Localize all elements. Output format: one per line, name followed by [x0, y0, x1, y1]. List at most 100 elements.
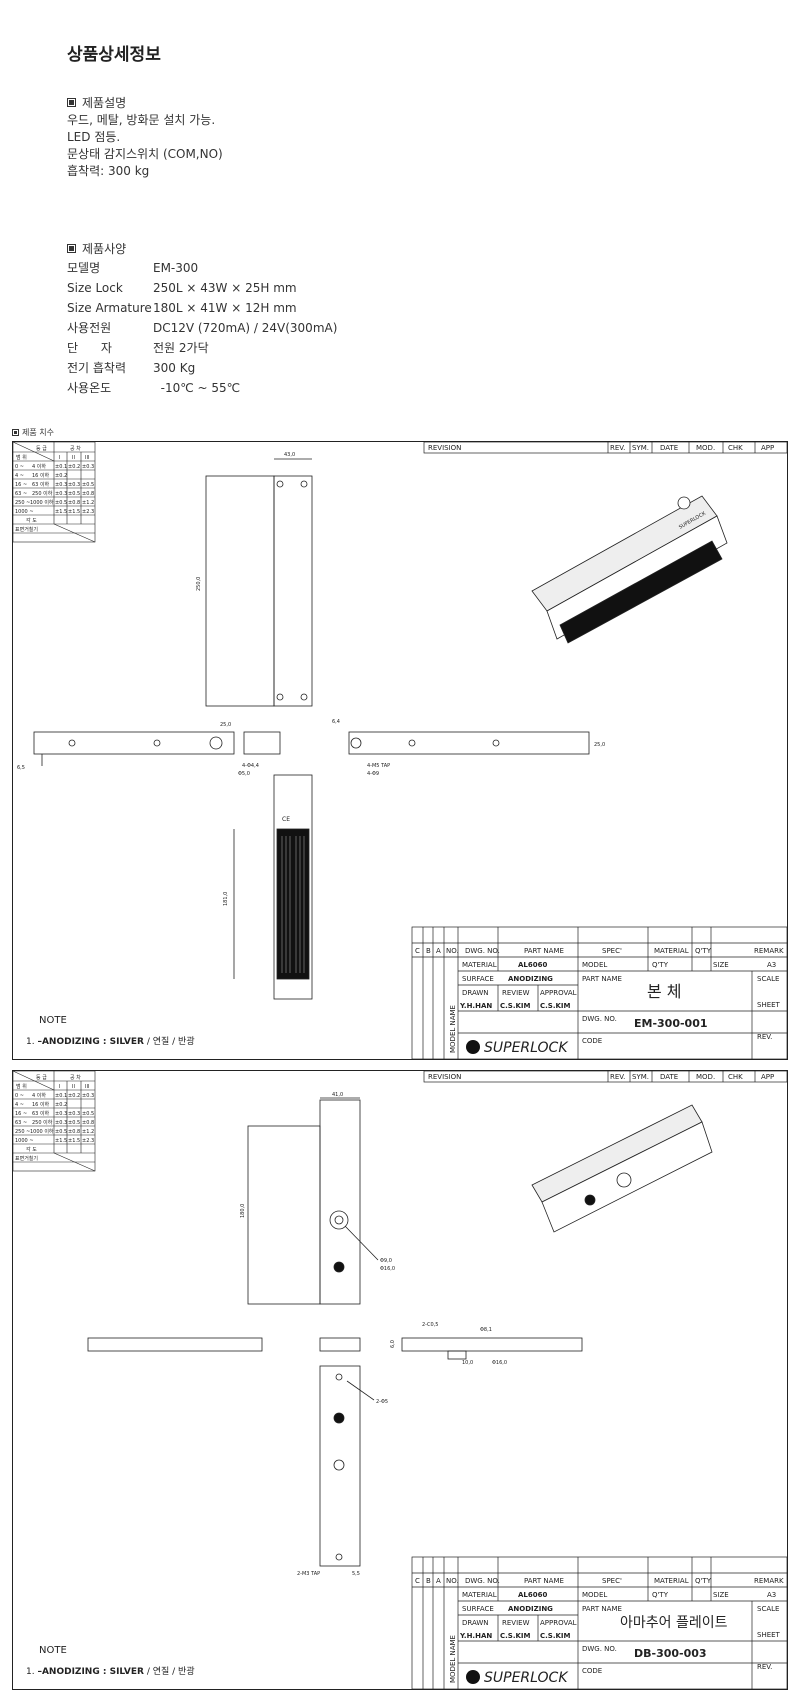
dim-c1: 2-C0,5	[422, 1322, 438, 1328]
tb-review-label: REVIEW	[502, 989, 530, 997]
tb-model-name-label: MODEL NAME	[449, 1005, 457, 1053]
tb-surface-value: ANODIZING	[508, 975, 553, 983]
sym-label: SYM.	[632, 1073, 649, 1081]
tol-cell: ±0.5	[55, 1129, 67, 1135]
note-main: –ANODIZING : SILVER	[37, 1667, 144, 1677]
tol-cell: 1000 ~	[15, 509, 34, 515]
tol-cell: ±0.5	[55, 500, 67, 506]
tb-col: DWG. NO.	[465, 1577, 500, 1585]
tb-col: DWG. NO.	[465, 947, 500, 955]
note-a: 연질	[153, 1665, 170, 1677]
tol-cell: 250 이하	[32, 490, 53, 497]
tb-dwgno-label: DWG. NO.	[582, 1645, 617, 1653]
armature-bottom-view: 2-Φ5 2-M3 TAP 5,5	[297, 1365, 388, 1577]
dim-c3: 10,0	[462, 1360, 473, 1366]
tb-scale-label: SCALE	[757, 975, 779, 983]
tol-cell: ±0.2	[68, 464, 80, 470]
revision-label: REVISION	[428, 1073, 461, 1081]
dim-d2: 6,5	[17, 765, 25, 771]
dim-d3: 6,4	[332, 719, 340, 725]
chk-label: CHK	[728, 1073, 743, 1081]
app-label: APP	[761, 444, 774, 452]
tol-cell: 16 ~	[15, 1111, 27, 1117]
tol-header-grade: 등 급	[36, 446, 47, 452]
tolerance-table: 등 급 공 차 범 위 I II III 0 ~4 이하±0.1±0.2±0.3…	[12, 441, 96, 543]
description-line: LED 점등.	[67, 130, 121, 144]
note-title: NOTE	[39, 1015, 67, 1026]
tol-surface: 표면거칠기	[15, 526, 38, 533]
tb-rev-label: REV.	[757, 1033, 772, 1041]
note-main: –ANODIZING : SILVER	[37, 1037, 144, 1047]
svg-text:1. –ANODIZING : SILVER / 연질 /: 1. –ANODIZING : SILVER / 연질 / 반광	[26, 1665, 195, 1677]
dimension-label-text: 제품 치수	[22, 428, 54, 437]
chk-label: CHK	[728, 444, 743, 452]
tol-cell: ±1.2	[82, 500, 94, 506]
tol-cell: 1000 이하	[30, 1128, 54, 1135]
tb-brand: SUPERLOCK	[484, 1670, 569, 1686]
tb-col: SPEC'	[602, 947, 622, 955]
tol-cell: 63 이하	[32, 481, 50, 488]
revision-header: REVISION REV. SYM. DATE MOD. CHK APP	[423, 1070, 788, 1083]
tol-cell: 1000 ~	[15, 1138, 34, 1144]
tb-surface-label: SURFACE	[462, 1605, 494, 1613]
tb-col: B	[426, 1577, 431, 1585]
spec-key: 단 자	[67, 341, 112, 355]
tol-header-tol: 공 차	[70, 445, 81, 452]
tb-col: PART NAME	[524, 1577, 564, 1585]
tb-col: A	[436, 1577, 441, 1585]
tol-angle: 각 도	[26, 517, 37, 524]
tb-code-label: CODE	[582, 1037, 602, 1045]
tb-dwg-no: EM-300-001	[634, 1017, 708, 1030]
tb-material-value: AL6060	[518, 1591, 547, 1599]
spec-value: -10℃ ~ 55℃	[153, 381, 241, 395]
tol-cell: ±0.1	[55, 464, 67, 470]
spec-value: 250L × 43W × 25H mm	[153, 281, 297, 295]
superlock-logo-icon	[466, 1670, 480, 1684]
tb-qty-label: Q'TY	[652, 1591, 669, 1599]
description-heading-text: 제품설명	[82, 95, 127, 110]
tol-sub-2: II	[72, 455, 75, 461]
tol-cell: 250 ~	[15, 500, 30, 506]
revision-header: REVISION REV. SYM. DATE MOD. CHK APP	[423, 441, 788, 454]
dim-c8: 2-Φ5	[376, 1399, 388, 1405]
tol-cell: ±0.8	[68, 500, 80, 506]
tb-col: REMARK	[754, 1577, 784, 1585]
title-block: C B A NO. DWG. NO. PART NAME SPEC' MATER…	[411, 926, 788, 1060]
tol-cell: 4 ~	[15, 473, 24, 479]
tol-cell: ±0.2	[55, 473, 67, 479]
tol-cell: 250 ~	[15, 1129, 30, 1135]
tol-cell: 250 이하	[32, 1119, 53, 1126]
spec-key: 사용전원	[67, 321, 112, 335]
note-a: 연질	[153, 1035, 170, 1047]
note: NOTE 1. –ANODIZING : SILVER / 연질 / 반광	[26, 1645, 195, 1677]
tb-sheet-label: SHEET	[757, 1001, 781, 1009]
dim-c9: 2-M3 TAP	[297, 1571, 320, 1577]
spec-value: 180L × 41W × 12H mm	[153, 301, 297, 315]
tol-cell: ±0.5	[68, 491, 80, 497]
dim-coil: 181,0	[223, 892, 229, 906]
tol-cell: 0 ~	[15, 464, 24, 470]
app-label: APP	[761, 1073, 774, 1081]
tol-cell: ±0.3	[68, 482, 80, 488]
description-line: 우드, 메탈, 방화문 설치 가능.	[67, 113, 216, 127]
tol-cell: ±1.5	[55, 1138, 67, 1144]
tol-cell: 4 이하	[32, 1092, 46, 1099]
tb-drawn-by: Y.H.HAN	[459, 1002, 492, 1010]
tb-size-value: A3	[767, 961, 776, 969]
armature-isometric-view	[531, 1104, 713, 1233]
superlock-logo-icon	[466, 1040, 480, 1054]
tol-header-tol: 공 차	[70, 1074, 81, 1081]
tb-col: C	[415, 947, 420, 955]
note-title: NOTE	[39, 1645, 67, 1656]
tb-drawn-label: DRAWN	[462, 989, 489, 997]
page-title: 상품상세정보	[67, 45, 161, 65]
tol-cell: 63 ~	[15, 1120, 27, 1126]
note: NOTE 1. –ANODIZING : SILVER / 연질 / 반광	[26, 1015, 195, 1047]
rev-label: REV.	[610, 1073, 625, 1081]
tb-model-label: MODEL	[582, 961, 607, 969]
tb-approved-by: C.S.KIM	[540, 1002, 571, 1010]
tol-sub-range: 범 위	[16, 1083, 27, 1090]
tb-col: NO.	[446, 1577, 459, 1585]
dimension-label: 제품 치수	[12, 427, 54, 438]
